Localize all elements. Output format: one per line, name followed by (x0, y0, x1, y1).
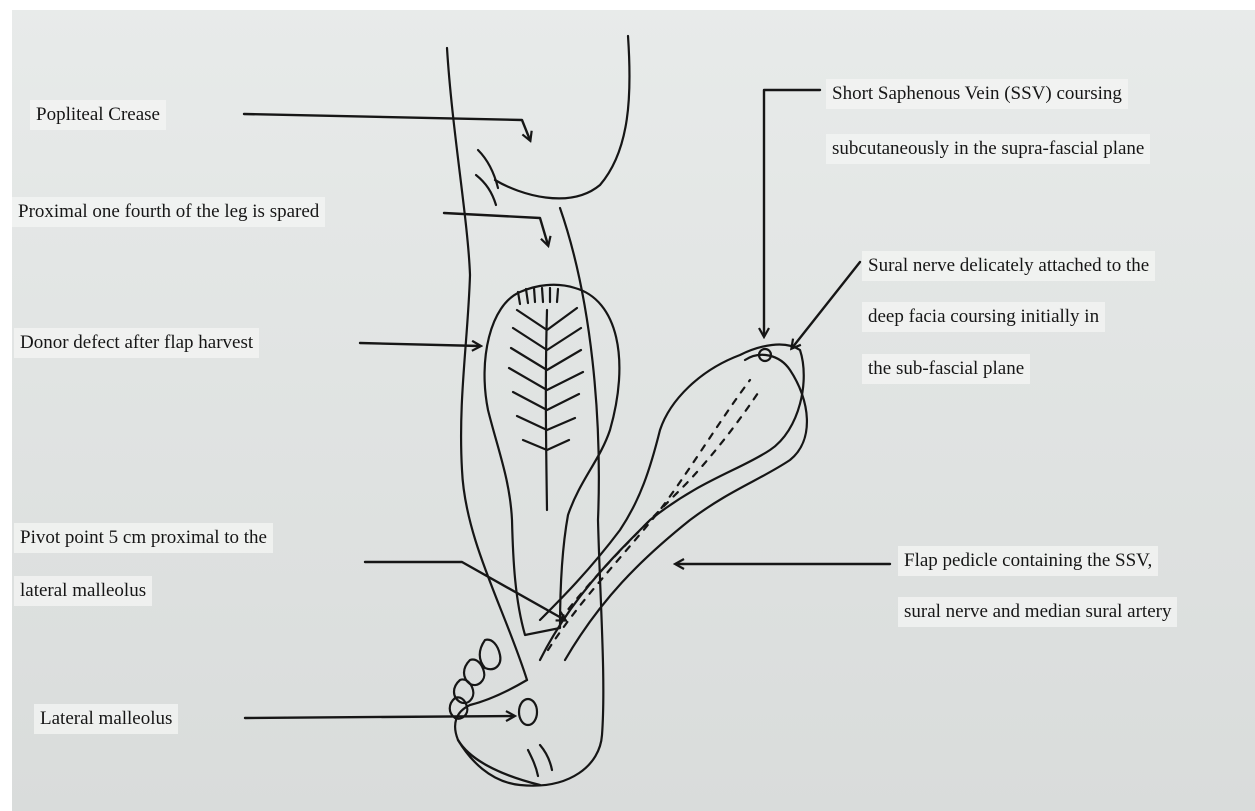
flap-dashed-ssv (548, 380, 750, 650)
label-sural-line-3: the sub-fascial plane (862, 354, 1030, 384)
label-pedicle-line-1: Flap pedicle containing the SSV, (898, 546, 1158, 576)
flap-outline-outer (540, 345, 804, 660)
arrow-proximal-fourth (444, 213, 548, 245)
arrow-sural-nerve (792, 262, 860, 348)
heel-creases (528, 745, 552, 776)
label-sural-line-1: Sural nerve delicately attached to the (862, 251, 1155, 281)
label-proximal-fourth-suffix: spared (270, 201, 320, 222)
arrow-ssv (764, 90, 820, 336)
label-ssv-line-1: Short Saphenous Vein (SSV) coursing (826, 79, 1128, 109)
arrow-pivot-point (365, 562, 565, 620)
arrow-donor-defect (360, 343, 480, 346)
label-proximal-fourth: Proximal one fourth of the leg is spared (12, 197, 325, 227)
label-pedicle-line-2: sural nerve and median sural artery (898, 597, 1177, 627)
lateral-malleolus-mark (519, 699, 537, 725)
leg-right-outline (495, 36, 630, 198)
arrow-lateral-malleolus (245, 716, 514, 718)
label-sural-line-2: deep facia coursing initially in (862, 302, 1105, 332)
foot-outline (455, 680, 540, 785)
label-pivot-point-line-1: Pivot point 5 cm proximal to the (14, 523, 273, 553)
toe-1 (480, 640, 501, 669)
label-ssv-line-2: subcutaneously in the supra-fascial plan… (826, 134, 1150, 164)
arrow-popliteal-crease (244, 114, 530, 140)
popliteal-crease-line-2 (476, 175, 496, 205)
label-proximal-fourth-text: Proximal one fourth of the leg is (18, 201, 265, 222)
label-pivot-point-line-2: lateral malleolus (14, 576, 152, 606)
label-donor-defect: Donor defect after flap harvest (14, 328, 259, 358)
label-popliteal-crease: Popliteal Crease (30, 100, 166, 130)
popliteal-crease-line-1 (478, 150, 498, 188)
label-lateral-malleolus: Lateral malleolus (34, 704, 178, 734)
